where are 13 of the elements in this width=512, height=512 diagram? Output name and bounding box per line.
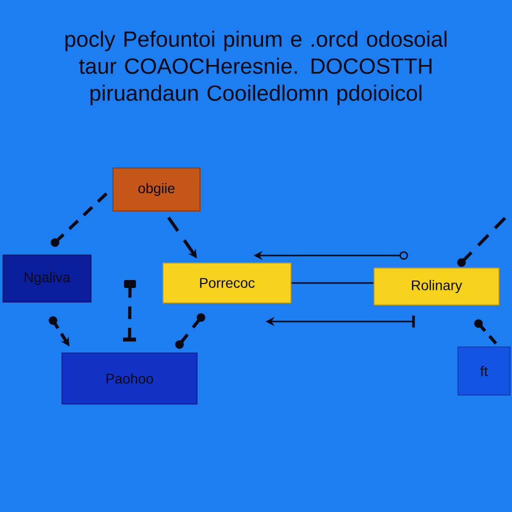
- connector-line: [123, 280, 136, 342]
- process-box: Rolinary: [374, 268, 500, 306]
- connector-line: [175, 313, 206, 349]
- process-box: Ngaliva: [2, 254, 92, 302]
- connector-line: [292, 282, 374, 284]
- process-box: Porrecoc: [162, 262, 292, 304]
- process-box: ft: [458, 346, 510, 396]
- title: pocly Pefountoi pinum e .orcd odosoial taur COAOCHeresnie. DOCOSTTH piruandaun Cooiledlomn pdoioicol: [65, 30, 446, 106]
- process-box: obgiie: [112, 168, 200, 212]
- process-box: Paohoo: [62, 352, 198, 404]
- connector-line: [474, 319, 498, 345]
- connector-line: [457, 216, 506, 267]
- connector-line: [50, 192, 108, 247]
